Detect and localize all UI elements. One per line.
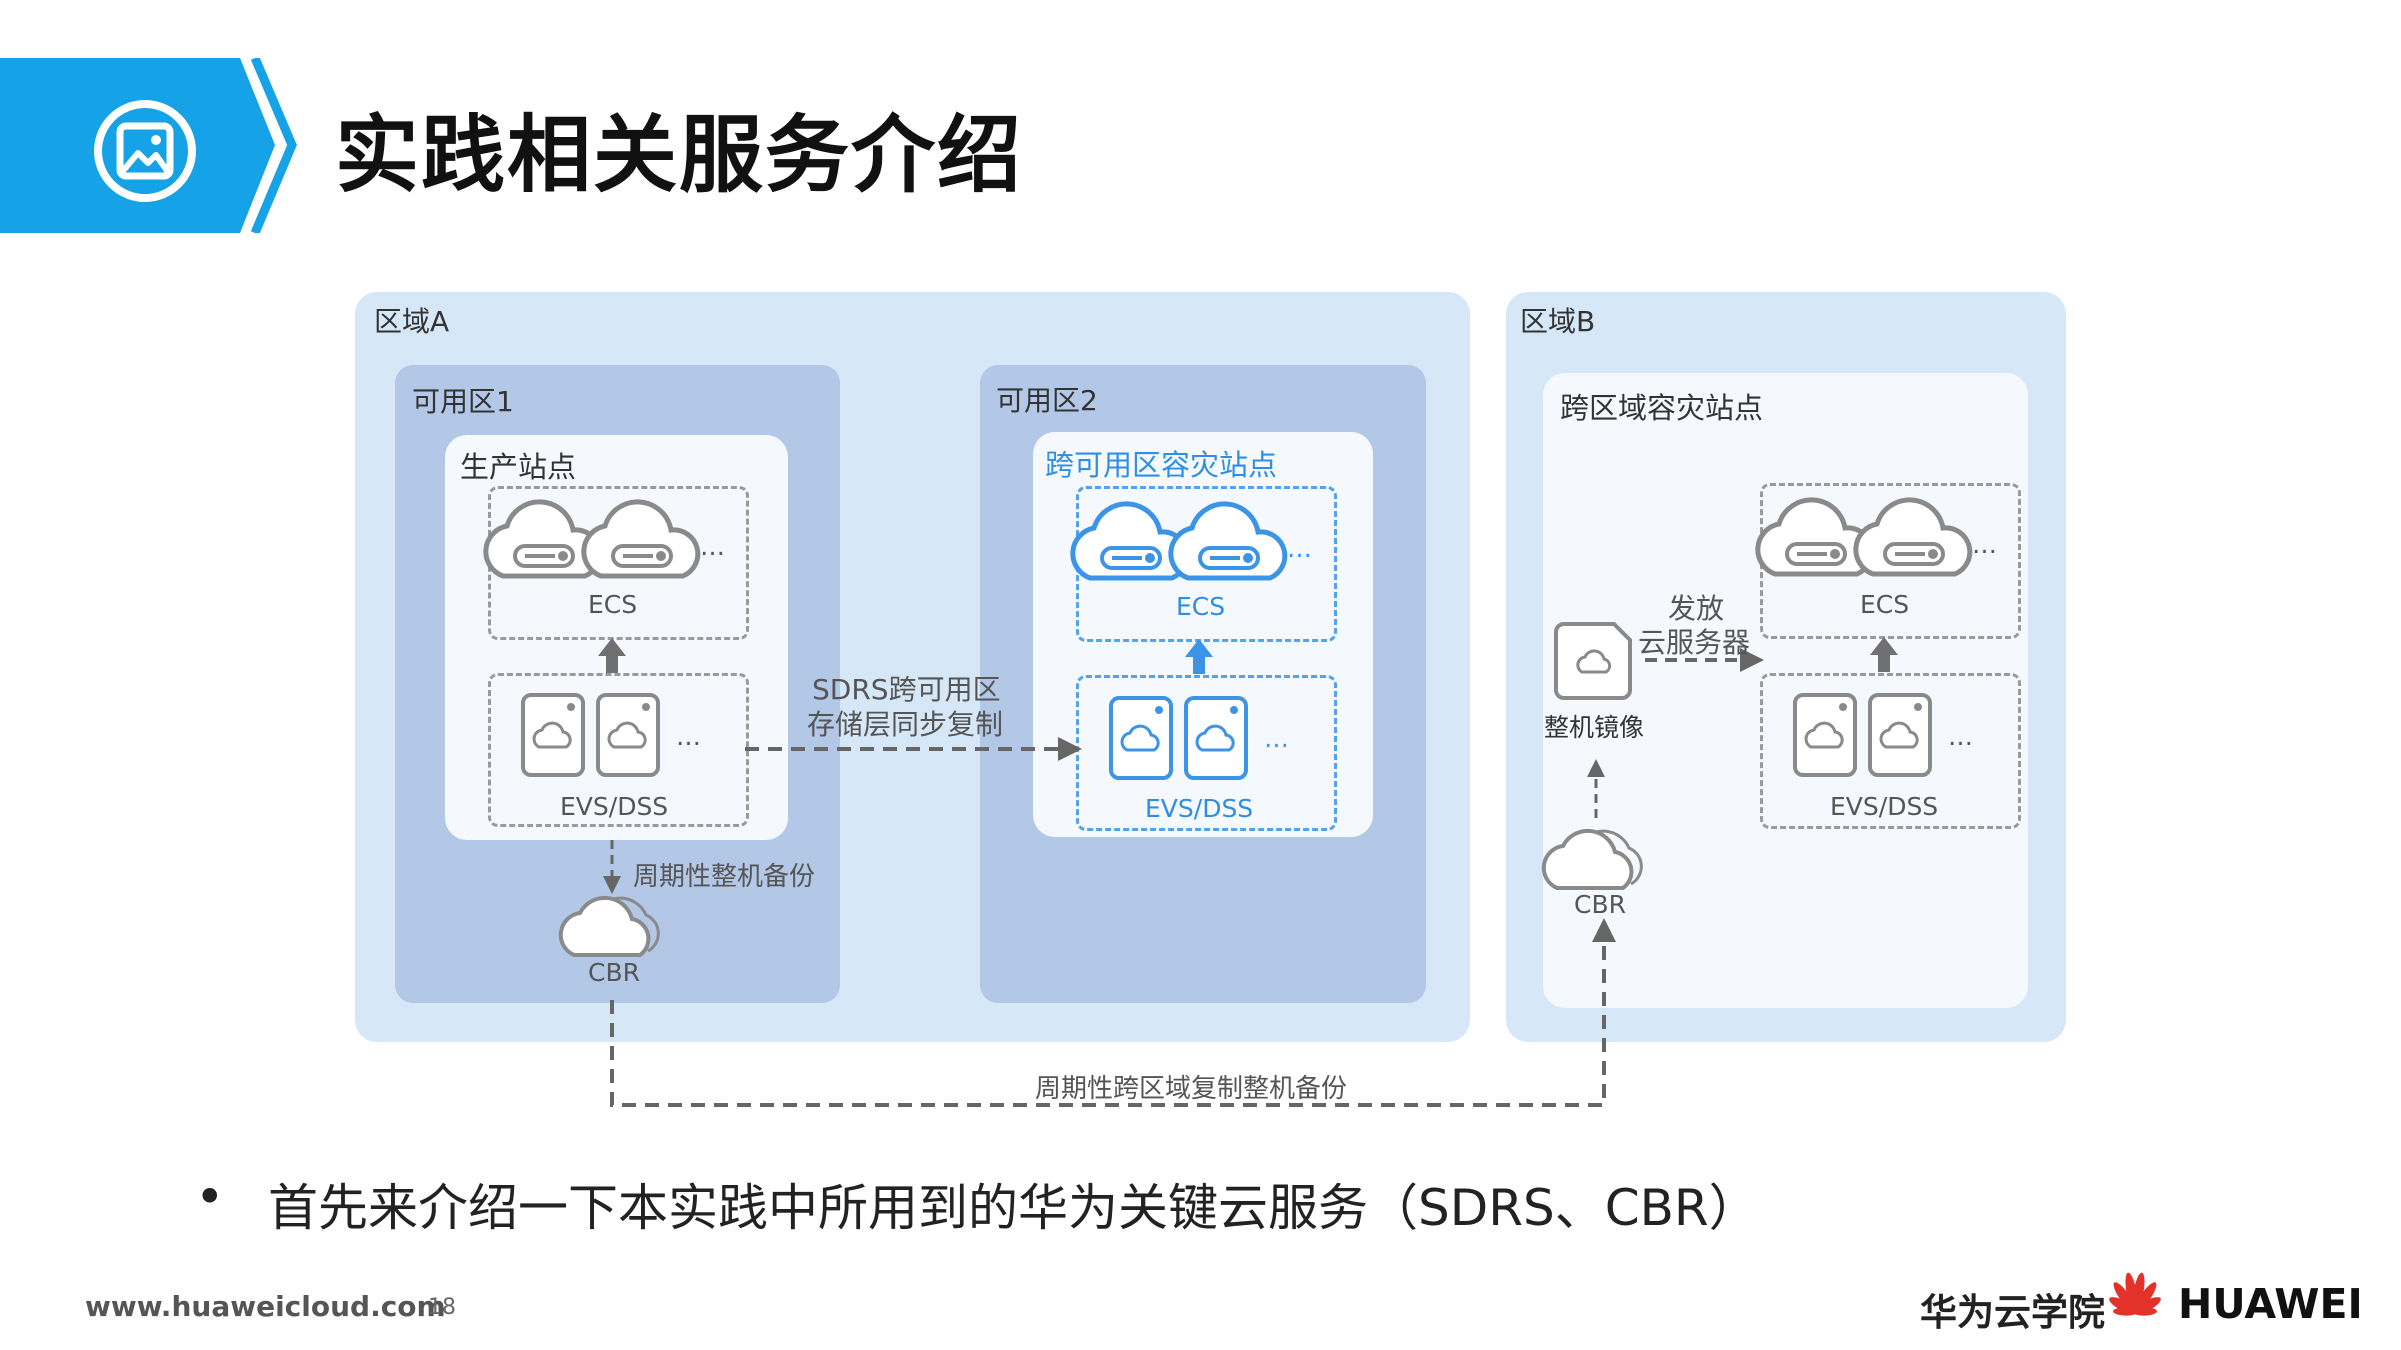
ecs-label: ECS: [1176, 592, 1226, 621]
ecs-more-marker: …: [1972, 530, 1997, 559]
footer-url[interactable]: www.huaweicloud.com: [85, 1290, 446, 1323]
evs-box-cross-region: [1760, 673, 2021, 829]
evs-label: EVS/DSS: [560, 792, 669, 821]
sdrs-label-line2: 存储层同步复制: [807, 708, 1004, 741]
bullet-marker: •: [195, 1168, 225, 1226]
region-a-label: 区域A: [374, 305, 450, 338]
page-title: 实践相关服务介绍: [335, 106, 1024, 204]
ecs-label: ECS: [588, 590, 638, 619]
ecs-cloud-icon: [1856, 500, 1970, 574]
huawei-flower-logo: [2109, 1272, 2161, 1316]
cbr-label: CBR: [588, 958, 640, 987]
sdrs-label-line1: SDRS跨可用区: [812, 673, 1001, 706]
disk-icon: [1184, 696, 1248, 780]
ecs-cloud-icon: [1073, 504, 1187, 578]
up-arrow-icon: [1185, 639, 1213, 674]
evs-more-marker: …: [1948, 722, 1973, 751]
page-number: 18: [428, 1295, 456, 1320]
cbr-cloud-icon: [558, 895, 661, 957]
production-site-label: 生产站点: [460, 450, 577, 484]
ecs-cloud-icon: [1171, 504, 1285, 578]
provision-label-line2: 云服务器: [1638, 626, 1751, 659]
machine-image-icon: [1554, 622, 1632, 700]
cross-region-site-label: 跨区域容灾站点: [1560, 391, 1764, 425]
ecs-more-marker: …: [700, 532, 725, 561]
bullet-text: 首先来介绍一下本实践中所用到的华为关键云服务（SDRS、CBR）: [268, 1179, 1759, 1237]
evs-more-marker: …: [1264, 724, 1289, 753]
zone-1-label: 可用区1: [412, 385, 514, 418]
ecs-label: ECS: [1860, 590, 1910, 619]
disk-icon: [1109, 696, 1173, 780]
brand-cn: 华为云学院: [1920, 1291, 2105, 1334]
disk-icon: [521, 693, 585, 777]
cbr-label: CBR: [1574, 890, 1626, 919]
cbr-cloud-icon: [1541, 828, 1644, 890]
brand-en: HUAWEI: [2178, 1280, 2363, 1328]
image-icon: [94, 100, 196, 202]
az-dr-site-label: 跨可用区容灾站点: [1045, 448, 1278, 482]
machine-image-label: 整机镜像: [1544, 713, 1645, 742]
disk-icon: [1868, 693, 1932, 777]
evs-label: EVS/DSS: [1145, 794, 1254, 823]
zone-2-label: 可用区2: [996, 384, 1098, 417]
ecs-cloud-icon: [1758, 500, 1872, 574]
ecs-cloud-icon: [486, 502, 600, 576]
up-arrow-icon: [1870, 637, 1898, 672]
cross-region-replication-path: [610, 918, 1616, 1107]
region-b-label: 区域B: [1520, 305, 1596, 338]
provision-label-line1: 发放: [1668, 592, 1725, 625]
cross-region-backup-label: 周期性跨区域复制整机备份: [1035, 1074, 1348, 1104]
header-banner: [0, 58, 297, 233]
periodic-backup-label: 周期性整机备份: [633, 862, 816, 892]
up-arrow-icon: [598, 638, 626, 673]
evs-more-marker: …: [676, 722, 701, 751]
disk-icon: [1793, 693, 1857, 777]
ecs-cloud-icon: [584, 502, 698, 576]
ecs-more-marker: …: [1287, 534, 1312, 563]
evs-label: EVS/DSS: [1830, 792, 1939, 821]
disk-icon: [596, 693, 660, 777]
